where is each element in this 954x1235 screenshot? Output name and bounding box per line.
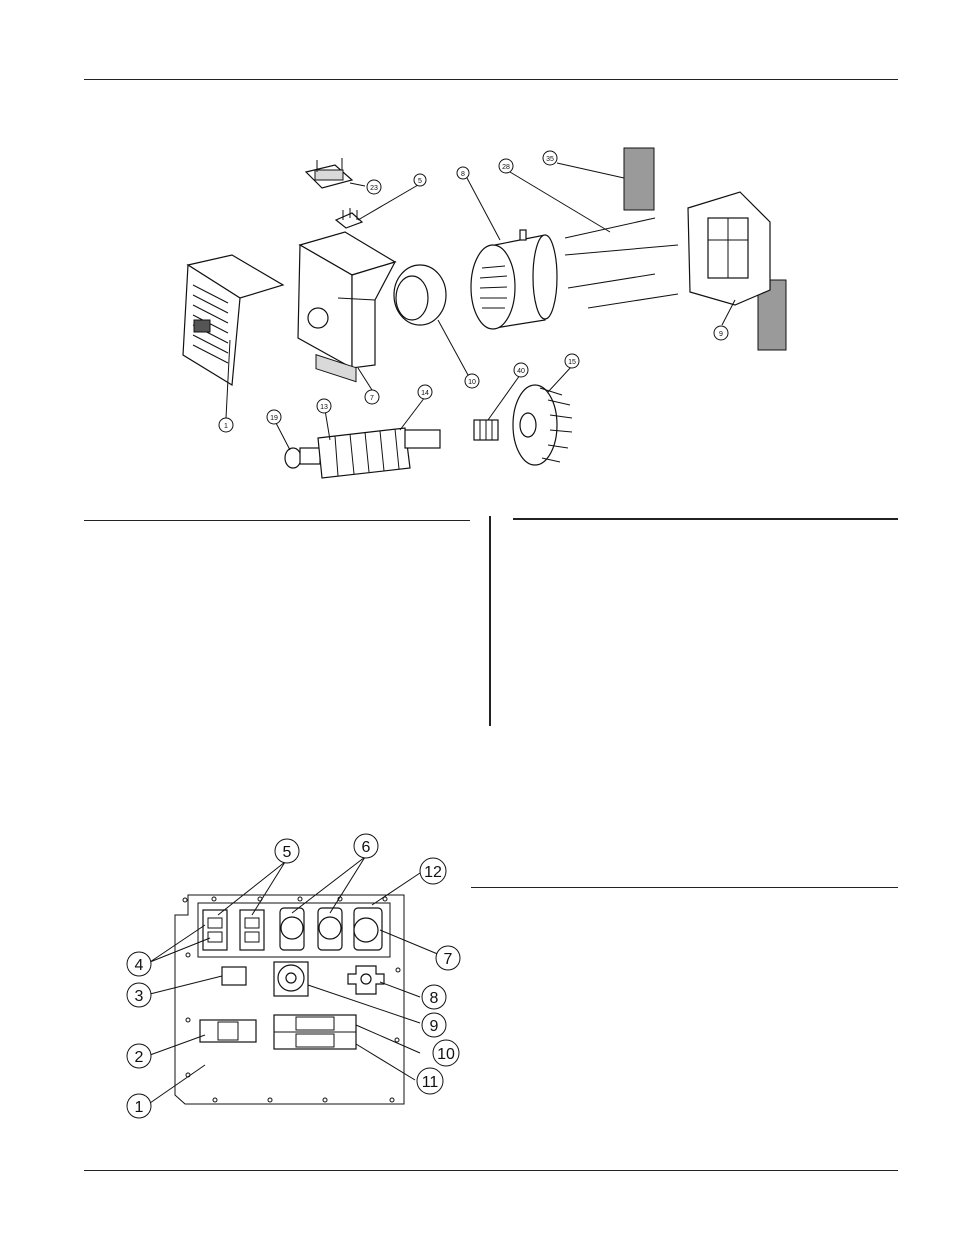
svg-text:14: 14 — [421, 390, 429, 397]
bearing-ring-part — [393, 264, 447, 326]
svg-text:6: 6 — [362, 839, 371, 856]
panel-callouts: 5 6 12 4 7 3 8 9 2 10 11 1 — [126, 833, 461, 1119]
bearing-part — [473, 419, 499, 441]
header-rule — [84, 79, 898, 80]
callout-28: 28 — [498, 158, 514, 174]
panel-callout-4: 4 — [126, 951, 152, 977]
svg-text:2: 2 — [135, 1049, 144, 1066]
svg-text:3: 3 — [135, 988, 144, 1005]
svg-text:9: 9 — [719, 331, 723, 338]
panel-callout-10: 10 — [432, 1039, 460, 1067]
callout-40: 40 — [513, 362, 529, 378]
svg-text:4: 4 — [135, 957, 144, 974]
callout-5: 5 — [413, 173, 427, 187]
svg-text:15: 15 — [568, 359, 576, 366]
panel-callout-3: 3 — [126, 982, 152, 1008]
svg-text:35: 35 — [546, 156, 554, 163]
svg-text:8: 8 — [461, 171, 465, 178]
panel-callout-5: 5 — [274, 838, 300, 864]
housing-part — [297, 231, 397, 383]
right-column-rule — [513, 518, 898, 520]
mounting-holes — [182, 896, 401, 1103]
svg-text:10: 10 — [468, 379, 476, 386]
svg-text:28: 28 — [502, 164, 510, 171]
panel-callout-12: 12 — [419, 857, 447, 885]
panel-callout-6: 6 — [353, 833, 379, 859]
panel-callout-11: 11 — [416, 1067, 444, 1095]
callout-9: 9 — [713, 325, 729, 341]
outlet-large — [353, 907, 383, 951]
panel-callout-8: 8 — [421, 984, 447, 1010]
panel-callout-7: 7 — [435, 945, 461, 971]
column-divider — [489, 516, 491, 726]
outlet-120v-a — [202, 909, 228, 951]
callout-19: 19 — [266, 409, 282, 425]
callout-7: 7 — [364, 389, 380, 405]
callout-14: 14 — [417, 384, 433, 400]
callout-15: 15 — [564, 353, 580, 369]
svg-text:7: 7 — [444, 951, 453, 968]
callout-23: 23 — [366, 179, 382, 195]
panel-breaker-single — [199, 1019, 257, 1043]
terminal-block-part — [334, 208, 364, 229]
callout-13: 13 — [316, 398, 332, 414]
regulator-part — [304, 158, 354, 189]
svg-text:11: 11 — [422, 1074, 439, 1091]
screen-part — [623, 147, 787, 351]
adapter-housing-part — [687, 191, 771, 306]
fan-part — [512, 384, 573, 466]
svg-text:7: 7 — [370, 395, 374, 402]
leader-lines — [225, 162, 736, 451]
svg-text:23: 23 — [370, 185, 378, 192]
lower-right-rule — [471, 887, 898, 888]
rotor-part — [284, 427, 441, 479]
svg-text:13: 13 — [320, 404, 328, 411]
outlet-twistlock-a — [279, 907, 305, 951]
svg-text:12: 12 — [424, 864, 442, 881]
panel-callout-1: 1 — [126, 1093, 152, 1119]
stator-part — [470, 229, 558, 330]
footer-rule — [84, 1170, 898, 1171]
svg-text:9: 9 — [430, 1018, 439, 1035]
outlet-twistlock-b — [317, 907, 343, 951]
panel-switch — [221, 966, 247, 986]
control-panel-view: 5 6 12 4 7 3 8 9 2 10 11 1 — [126, 833, 461, 1119]
panel-leader-lines — [149, 856, 441, 1104]
left-column-rule — [84, 520, 470, 521]
generator-callouts: 35 28 8 23 5 9 1 7 10 40 15 19 13 14 — [218, 150, 729, 433]
panel-receptacle-round — [273, 961, 309, 997]
svg-text:40: 40 — [517, 368, 525, 375]
svg-text:19: 19 — [270, 415, 278, 422]
end-cover-part — [182, 254, 285, 387]
through-bolts-part — [564, 217, 679, 309]
svg-text:1: 1 — [224, 423, 228, 430]
callout-8: 8 — [456, 166, 470, 180]
panel-connector — [347, 965, 385, 995]
panel-callout-9: 9 — [421, 1012, 447, 1038]
outlet-120v-b — [239, 909, 265, 951]
panel-plate — [174, 894, 405, 1105]
callout-1: 1 — [218, 417, 234, 433]
svg-text:10: 10 — [437, 1046, 455, 1063]
generator-exploded-view: 35 28 8 23 5 9 1 7 10 40 15 19 13 14 — [182, 147, 787, 479]
svg-text:5: 5 — [283, 844, 292, 861]
panel-breaker-double — [273, 1014, 357, 1050]
svg-text:1: 1 — [135, 1099, 144, 1116]
callout-35: 35 — [542, 150, 558, 166]
panel-callout-2: 2 — [126, 1043, 152, 1069]
callout-10: 10 — [464, 373, 480, 389]
svg-text:5: 5 — [418, 178, 422, 185]
svg-text:8: 8 — [430, 990, 439, 1007]
